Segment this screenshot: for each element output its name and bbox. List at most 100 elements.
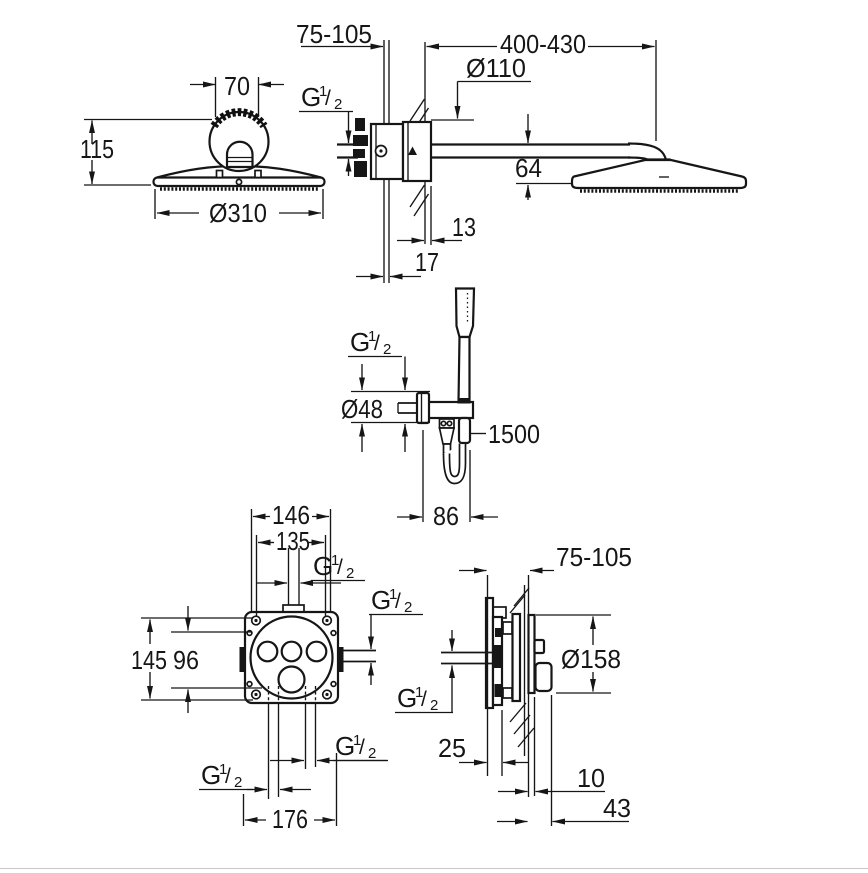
box-main-circle bbox=[249, 615, 334, 700]
dimension-145-96: 145 96 bbox=[131, 606, 262, 713]
thread-label-box-right: G 1 / 2 bbox=[369, 585, 423, 616]
thread-numerator: 1 bbox=[415, 684, 423, 701]
dimension-86: 86 bbox=[397, 430, 498, 531]
dim-146-label: 146 bbox=[272, 500, 310, 530]
view-rough-in-box-front: 146 135 G 1 / 2 G 1 / 2 bbox=[131, 500, 423, 834]
outlet-escutcheon bbox=[415, 391, 431, 425]
dimension-13: 13 bbox=[397, 186, 476, 245]
dimension-146: 146 bbox=[250, 500, 332, 612]
shower-hose-inner bbox=[448, 443, 461, 478]
dimension-176: 176 bbox=[242, 753, 338, 834]
thread-g: G bbox=[350, 327, 370, 357]
dimension-64: 64 bbox=[515, 114, 571, 200]
dimension-depth-75-105-bottom: 75-105 bbox=[459, 542, 632, 776]
thread-numerator: 1 bbox=[331, 552, 339, 569]
thread-label-hand-shower: G 1 / 2 bbox=[348, 327, 402, 358]
view-hand-shower: G 1 / 2 Ø48 1500 86 bbox=[341, 287, 540, 531]
dim-64-label: 64 bbox=[515, 153, 542, 183]
dim-10-label: 10 bbox=[577, 763, 605, 793]
dimension-135: 135 bbox=[255, 526, 327, 616]
dim-70-label: 70 bbox=[224, 71, 250, 101]
shower-holder bbox=[426, 400, 475, 420]
thread-numerator: 1 bbox=[389, 586, 397, 603]
dim-145-label: 145 bbox=[131, 645, 167, 675]
thread-g: G bbox=[397, 683, 417, 713]
dimension-17: 17 bbox=[356, 247, 439, 280]
thread-denominator: 2 bbox=[346, 565, 354, 582]
thread-g: G bbox=[335, 731, 355, 761]
view-head-shower-front: 70 115 Ø310 G 1 / 2 bbox=[80, 71, 353, 228]
hand-shower-wand-head bbox=[454, 287, 476, 339]
valve-fitting-4 bbox=[354, 161, 367, 177]
thread-label-valve-side: G 1 / 2 bbox=[395, 683, 453, 714]
dim-86-label: 86 bbox=[433, 501, 459, 531]
dimension-25: 25 bbox=[438, 710, 529, 776]
dim-43-label: 43 bbox=[603, 793, 631, 823]
dimension-115: 115 bbox=[80, 118, 212, 186]
thread-slash: / bbox=[374, 332, 380, 355]
dim-dia110-label: Ø110 bbox=[466, 53, 526, 83]
thread-slash: / bbox=[337, 556, 343, 579]
dim-depth-label: 75-105 bbox=[556, 542, 632, 572]
center-hole bbox=[235, 178, 243, 186]
dim-176-label: 176 bbox=[272, 804, 308, 834]
dim-dia158-label: Ø158 bbox=[561, 644, 621, 674]
holder-clamp bbox=[457, 398, 471, 404]
thread-denominator: 2 bbox=[430, 697, 438, 714]
view-valve-side: 75-105 Ø158 G 1 / 2 25 bbox=[395, 542, 632, 826]
thread-numerator: 1 bbox=[368, 328, 376, 345]
thread-denominator: 2 bbox=[334, 96, 342, 113]
thread-denominator: 2 bbox=[383, 341, 391, 358]
handle-knob bbox=[534, 661, 553, 693]
thread-slash: / bbox=[421, 688, 427, 711]
dim-25-label: 25 bbox=[438, 733, 466, 763]
head-plate-side bbox=[570, 158, 748, 190]
dim-dia48-label: Ø48 bbox=[341, 394, 383, 424]
hose-cone bbox=[438, 427, 456, 445]
thread-denominator: 2 bbox=[234, 774, 242, 791]
thread-label-box-top: G 1 / 2 bbox=[311, 551, 365, 582]
dim-hose-label: 1500 bbox=[488, 419, 540, 449]
hose-nut bbox=[457, 416, 472, 445]
hand-shower-wand-handle bbox=[457, 335, 471, 404]
thread-g: G bbox=[301, 82, 321, 112]
dimension-dia110: Ø110 bbox=[431, 53, 531, 121]
head-clip-right bbox=[254, 169, 262, 179]
dim-96-label: 96 bbox=[173, 645, 199, 675]
side-tab-right bbox=[338, 647, 344, 672]
dimension-depth-75-105: 75-105 bbox=[296, 19, 384, 50]
small-knob bbox=[533, 638, 546, 655]
dim-depth-label: 75-105 bbox=[296, 19, 372, 49]
arm-elbow-outer bbox=[627, 142, 668, 161]
dimension-1500: 1500 bbox=[471, 419, 540, 449]
thread-g: G bbox=[201, 760, 221, 790]
valve-escutcheon bbox=[401, 120, 433, 183]
dim-17-label: 17 bbox=[415, 247, 439, 277]
dimension-43: 43 bbox=[497, 695, 631, 826]
thread-slash: / bbox=[395, 590, 401, 613]
thread-numerator: 1 bbox=[319, 83, 327, 100]
dim-reach-label: 400-430 bbox=[500, 29, 586, 59]
dim-115-label: 115 bbox=[80, 134, 114, 164]
view-wall-section-top: 75-105 13 17 bbox=[296, 19, 476, 283]
thread-numerator: 1 bbox=[353, 732, 361, 749]
fixing-plate bbox=[511, 612, 522, 703]
valve-fitting-1 bbox=[355, 118, 365, 131]
thread-denominator: 2 bbox=[404, 599, 412, 616]
thread-denominator: 2 bbox=[368, 745, 376, 762]
thread-g: G bbox=[371, 585, 391, 615]
thread-slash: / bbox=[325, 87, 331, 110]
thread-numerator: 1 bbox=[219, 761, 227, 778]
dim-dia310-label: Ø310 bbox=[209, 198, 267, 228]
port-circle-main bbox=[277, 665, 306, 694]
dimension-dia158: Ø158 bbox=[536, 614, 621, 694]
dimension-70: 70 bbox=[190, 71, 284, 117]
head-clip-left bbox=[215, 169, 224, 179]
dimension-400-430: 400-430 bbox=[426, 29, 657, 141]
side-tab-left bbox=[239, 647, 245, 672]
valve-fitting-2 bbox=[353, 135, 368, 146]
thread-label-box-bottom-left: G 1 / 2 bbox=[199, 760, 253, 791]
trim-plate bbox=[527, 613, 536, 695]
thread-slash: / bbox=[225, 765, 231, 788]
